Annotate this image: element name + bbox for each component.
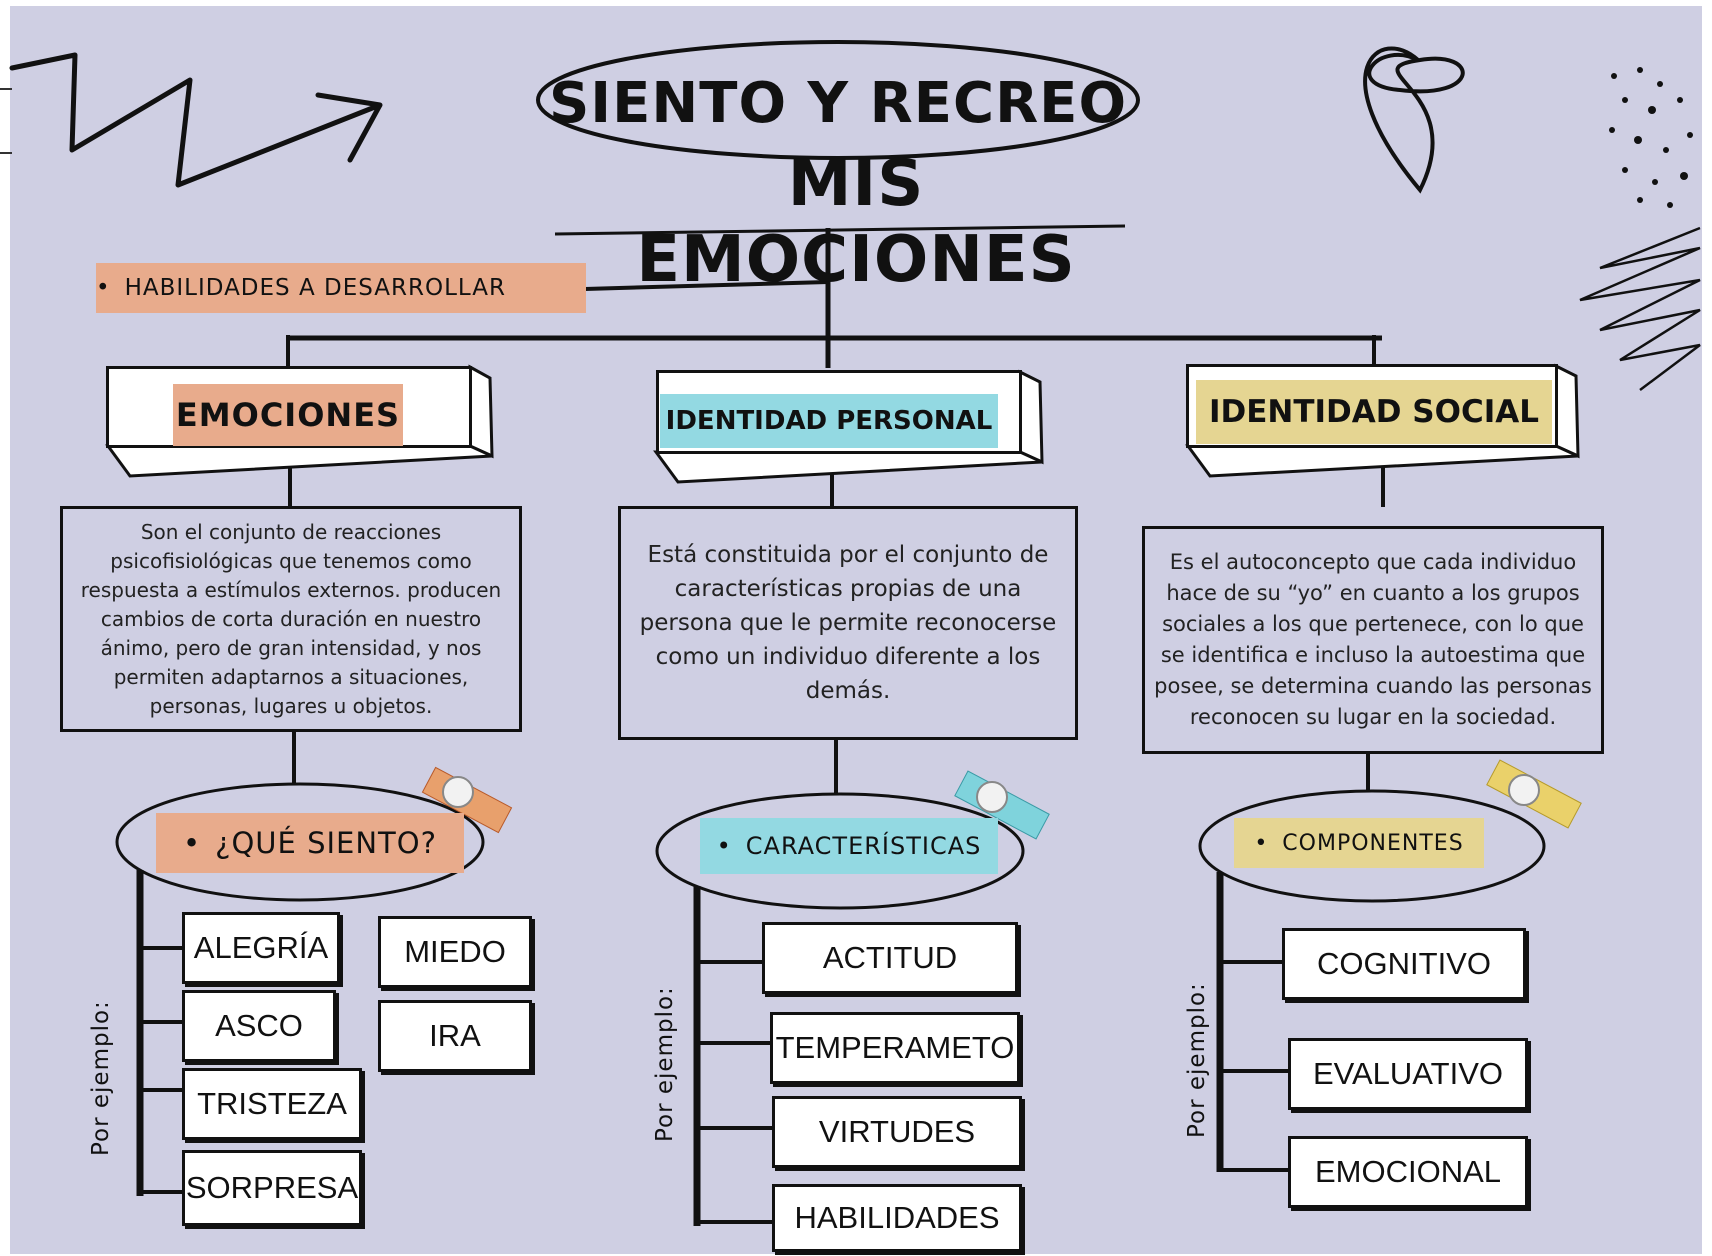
title-oval	[536, 40, 1140, 160]
example-label-1: Por ejemplo:	[88, 1000, 114, 1156]
example-item: TEMPERAMETO	[770, 1012, 1020, 1084]
skills-label: HABILIDADES A DESARROLLAR	[96, 263, 586, 313]
example-item: ALEGRÍA	[182, 912, 340, 984]
example-item: EVALUATIVO	[1288, 1038, 1528, 1110]
question-oval-2	[655, 792, 1025, 910]
example-item: TRISTEZA	[182, 1068, 362, 1140]
example-item: EMOCIONAL	[1288, 1136, 1528, 1208]
example-item: SORPRESA	[182, 1150, 362, 1226]
left-edge-rule	[0, 88, 12, 90]
example-item: HABILIDADES	[772, 1184, 1022, 1252]
description-identidad-social: Es el autoconcepto que cada individuo ha…	[1142, 526, 1604, 754]
tape-pin-icon-3	[1486, 759, 1582, 829]
loop-doodle-icon	[1363, 46, 1465, 194]
example-item: ACTITUD	[762, 922, 1018, 994]
question-emociones: ¿QUÉ SIENTO?	[156, 813, 464, 873]
example-item: ASCO	[182, 990, 336, 1062]
dots-doodle-icon	[1609, 67, 1693, 208]
description-emociones: Son el conjunto de reacciones psicofisio…	[60, 506, 522, 732]
example-item: IRA	[378, 1000, 532, 1072]
header-box-3d-2	[653, 369, 1044, 484]
tape-pin-icon-1	[421, 766, 513, 834]
page-title-line-2: MIS EMOCIONES	[636, 147, 1076, 297]
example-item: MIEDO	[378, 916, 532, 988]
example-item: COGNITIVO	[1282, 928, 1526, 1000]
example-label-2: Por ejemplo:	[652, 986, 678, 1142]
scribble-doodle-icon	[1579, 226, 1701, 391]
question-identidad-personal: CARACTERÍSTICAS	[700, 818, 998, 874]
tape-pin-icon-2	[954, 770, 1050, 840]
heading-identidad-personal: IDENTIDAD PERSONAL	[660, 394, 998, 448]
heading-identidad-social: IDENTIDAD SOCIAL	[1196, 380, 1552, 444]
page-title-line-1: SIENTO Y RECREO	[548, 71, 1128, 136]
example-label-3: Por ejemplo:	[1184, 982, 1210, 1138]
question-identidad-social: COMPONENTES	[1234, 818, 1484, 868]
zigzag-arrow-icon	[9, 52, 383, 188]
heading-emociones: EMOCIONES	[173, 384, 403, 446]
question-oval-3	[1198, 789, 1546, 903]
question-oval-1	[115, 782, 485, 902]
left-edge-rule	[0, 152, 12, 154]
description-identidad-personal: Está constituida por el conjunto de cara…	[618, 506, 1078, 740]
example-item: VIRTUDES	[772, 1096, 1022, 1168]
